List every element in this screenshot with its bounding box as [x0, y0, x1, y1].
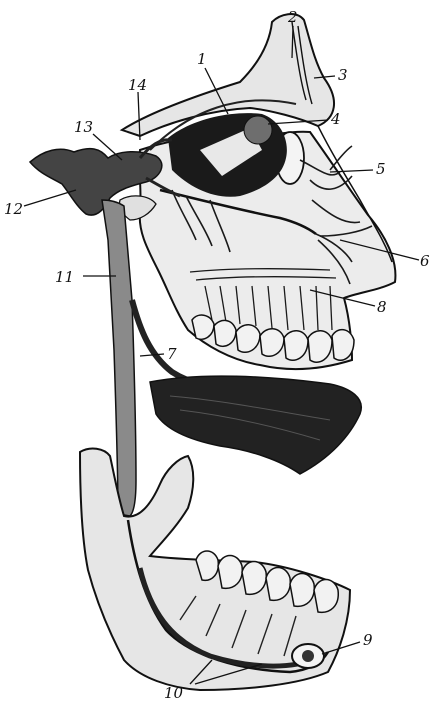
label-8: 8 — [377, 298, 387, 316]
label-2: 2 — [287, 8, 298, 26]
label-4: 4 — [330, 110, 341, 128]
label-3: 3 — [338, 66, 348, 84]
label-13: 13 — [74, 118, 93, 136]
label-6: 6 — [420, 252, 430, 270]
label-9: 9 — [363, 631, 373, 649]
mental-nerve-exit — [302, 650, 314, 662]
label-12: 12 — [4, 200, 23, 218]
label-10: 10 — [164, 684, 184, 702]
label-1: 1 — [197, 50, 207, 68]
skull-maxilla — [122, 14, 395, 369]
label-14: 14 — [128, 76, 147, 94]
orbital-ganglion — [244, 116, 272, 144]
label-5: 5 — [376, 160, 386, 178]
label-7: 7 — [167, 345, 177, 363]
label-11: 11 — [55, 268, 74, 286]
